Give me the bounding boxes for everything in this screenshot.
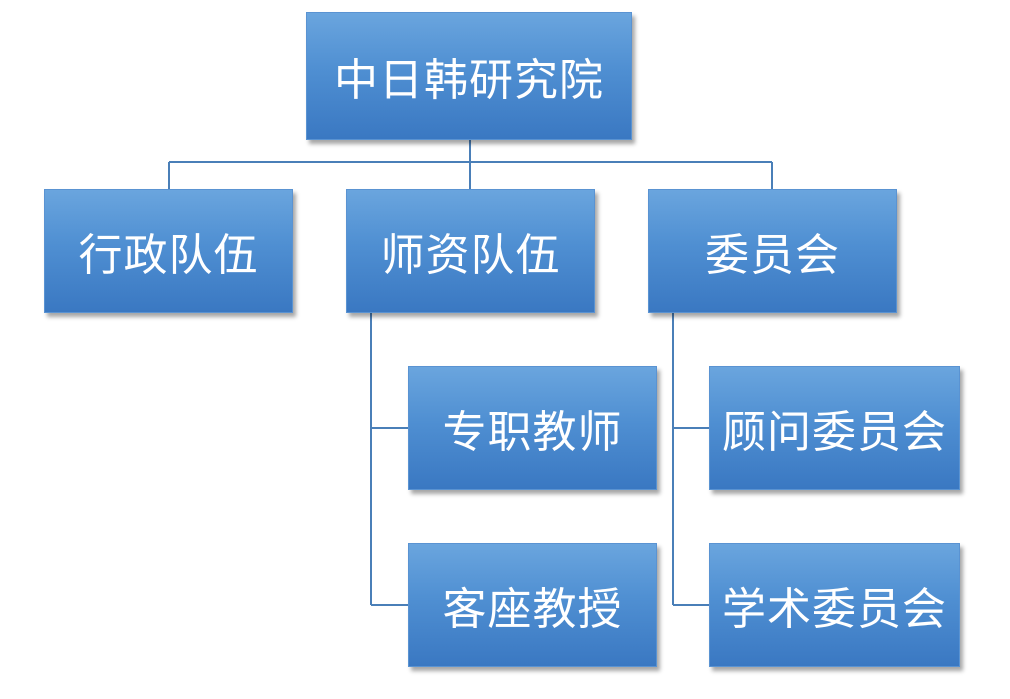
root-node: 中日韩研究院 — [306, 12, 632, 140]
advisory-committee-label: 顾问委员会 — [722, 407, 947, 458]
full-time-faculty-label: 专职教师 — [442, 407, 623, 458]
admin-team-label: 行政队伍 — [78, 230, 259, 281]
admin-team-node: 行政队伍 — [44, 189, 293, 313]
root-label: 中日韩研究院 — [334, 55, 604, 106]
advisory-committee-node: 顾问委员会 — [709, 366, 960, 490]
faculty-team-label: 师资队伍 — [380, 230, 561, 281]
committee-node: 委员会 — [648, 189, 897, 313]
visiting-professor-label: 客座教授 — [442, 584, 623, 635]
full-time-faculty-node: 专职教师 — [408, 366, 657, 490]
faculty-team-node: 师资队伍 — [346, 189, 595, 313]
committee-label: 委员会 — [705, 230, 840, 281]
academic-committee-node: 学术委员会 — [709, 543, 960, 667]
academic-committee-label: 学术委员会 — [722, 584, 947, 635]
visiting-professor-node: 客座教授 — [408, 543, 657, 667]
